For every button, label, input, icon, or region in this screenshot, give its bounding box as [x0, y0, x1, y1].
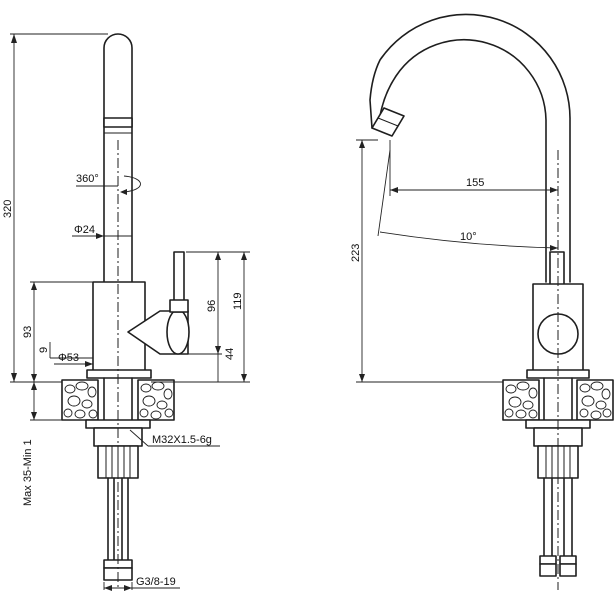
- side-dimensions: 223 155 10°: [350, 139, 559, 383]
- dim-spout-diameter: Φ24: [74, 224, 95, 236]
- front-aerator: [103, 117, 133, 128]
- front-deck-stones: [63, 381, 174, 420]
- dim-handle-offset: 9: [38, 347, 50, 353]
- dim-spout-height: 223: [350, 244, 362, 262]
- dim-deck-thickness: Max 35-Min 1: [22, 439, 34, 506]
- dim-handle-height: 96: [206, 300, 218, 312]
- side-deck-stones: [504, 381, 612, 420]
- side-spout-gooseneck: [379, 39, 547, 283]
- dim-body-height: 93: [22, 326, 34, 338]
- dim-rotation: 360°: [76, 173, 99, 185]
- front-spout-tube: [103, 33, 133, 283]
- side-view: [369, 13, 614, 590]
- front-base-ring: [86, 369, 152, 379]
- front-view: [61, 33, 190, 590]
- dim-hose-fitting: G3/8-19: [136, 576, 176, 588]
- dim-body-diameter: Φ53: [58, 352, 79, 364]
- dim-total-height: 320: [2, 200, 14, 218]
- dim-lever-base: 44: [224, 348, 236, 360]
- dim-lever-height: 119: [232, 292, 244, 310]
- dim-spout-angle: 10°: [460, 231, 477, 243]
- front-dimensions: 320 93 9 Φ53 360° Φ24 96 44: [2, 33, 250, 591]
- dim-thread: M32X1.5-6g: [152, 434, 212, 446]
- dim-spout-reach: 155: [466, 177, 484, 189]
- side-spout-inner: [369, 13, 571, 283]
